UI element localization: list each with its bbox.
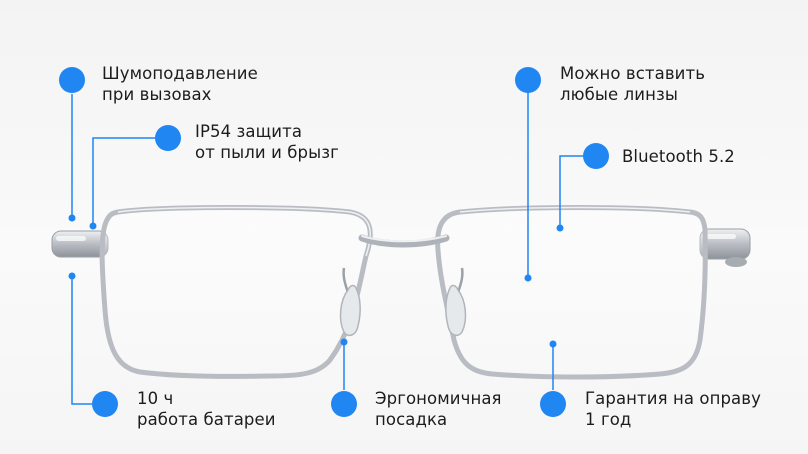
feature-warranty-line1: Гарантия на оправу — [585, 389, 761, 408]
left-temple-hinge — [51, 230, 109, 258]
feature-battery-line2: работа батареи — [137, 410, 276, 429]
left-nose-pad — [339, 267, 361, 337]
leader-lines — [71, 92, 583, 405]
ip54-marker-dot — [155, 125, 181, 151]
feature-battery-line1: 10 ч — [137, 389, 174, 408]
noise-marker-dot — [59, 67, 85, 93]
feature-ip54-line1: IP54 защита — [195, 122, 303, 141]
nose-bridge — [358, 234, 450, 248]
feature-ip54-line2: от пыли и брызг — [195, 143, 339, 162]
bluetooth-marker-dot — [583, 143, 609, 169]
feature-ergonomic-line1: Эргономичная — [375, 389, 502, 408]
feature-warranty: Гарантия на оправу 1 год — [585, 388, 761, 430]
feature-bluetooth-line1: Bluetooth 5.2 — [622, 147, 735, 166]
feature-lenses: Можно вставить любые линзы — [560, 63, 705, 105]
feature-noise-line2: при вызовах — [102, 85, 212, 104]
feature-ergonomic-fit: Эргономичная посадка — [375, 388, 502, 430]
feature-battery: 10 ч работа батареи — [137, 388, 276, 430]
feature-lenses-line2: любые линзы — [560, 85, 678, 104]
right-lens — [435, 205, 708, 380]
feature-ergonomic-line2: посадка — [375, 410, 448, 429]
feature-bluetooth: Bluetooth 5.2 — [622, 146, 735, 167]
ergonomic-marker-dot — [331, 391, 357, 417]
feature-noise-cancellation: Шумоподавление при вызовах — [102, 63, 258, 105]
leader-bluetooth — [559, 155, 583, 226]
leader-battery — [71, 278, 92, 405]
feature-lenses-line1: Можно вставить — [560, 64, 706, 83]
leader-ip54 — [92, 137, 155, 224]
feature-noise-line1: Шумоподавление — [102, 64, 258, 83]
lenses-marker-dot — [515, 67, 541, 93]
anchor-dots — [68, 214, 564, 348]
right-nose-pad — [445, 267, 467, 337]
feature-ip54: IP54 защита от пыли и брызг — [195, 121, 339, 163]
feature-warranty-line2: 1 год — [585, 410, 632, 429]
right-temple-hinge — [699, 228, 751, 267]
left-lens — [99, 205, 373, 379]
battery-marker-dot — [92, 391, 118, 417]
warranty-marker-dot — [540, 391, 566, 417]
